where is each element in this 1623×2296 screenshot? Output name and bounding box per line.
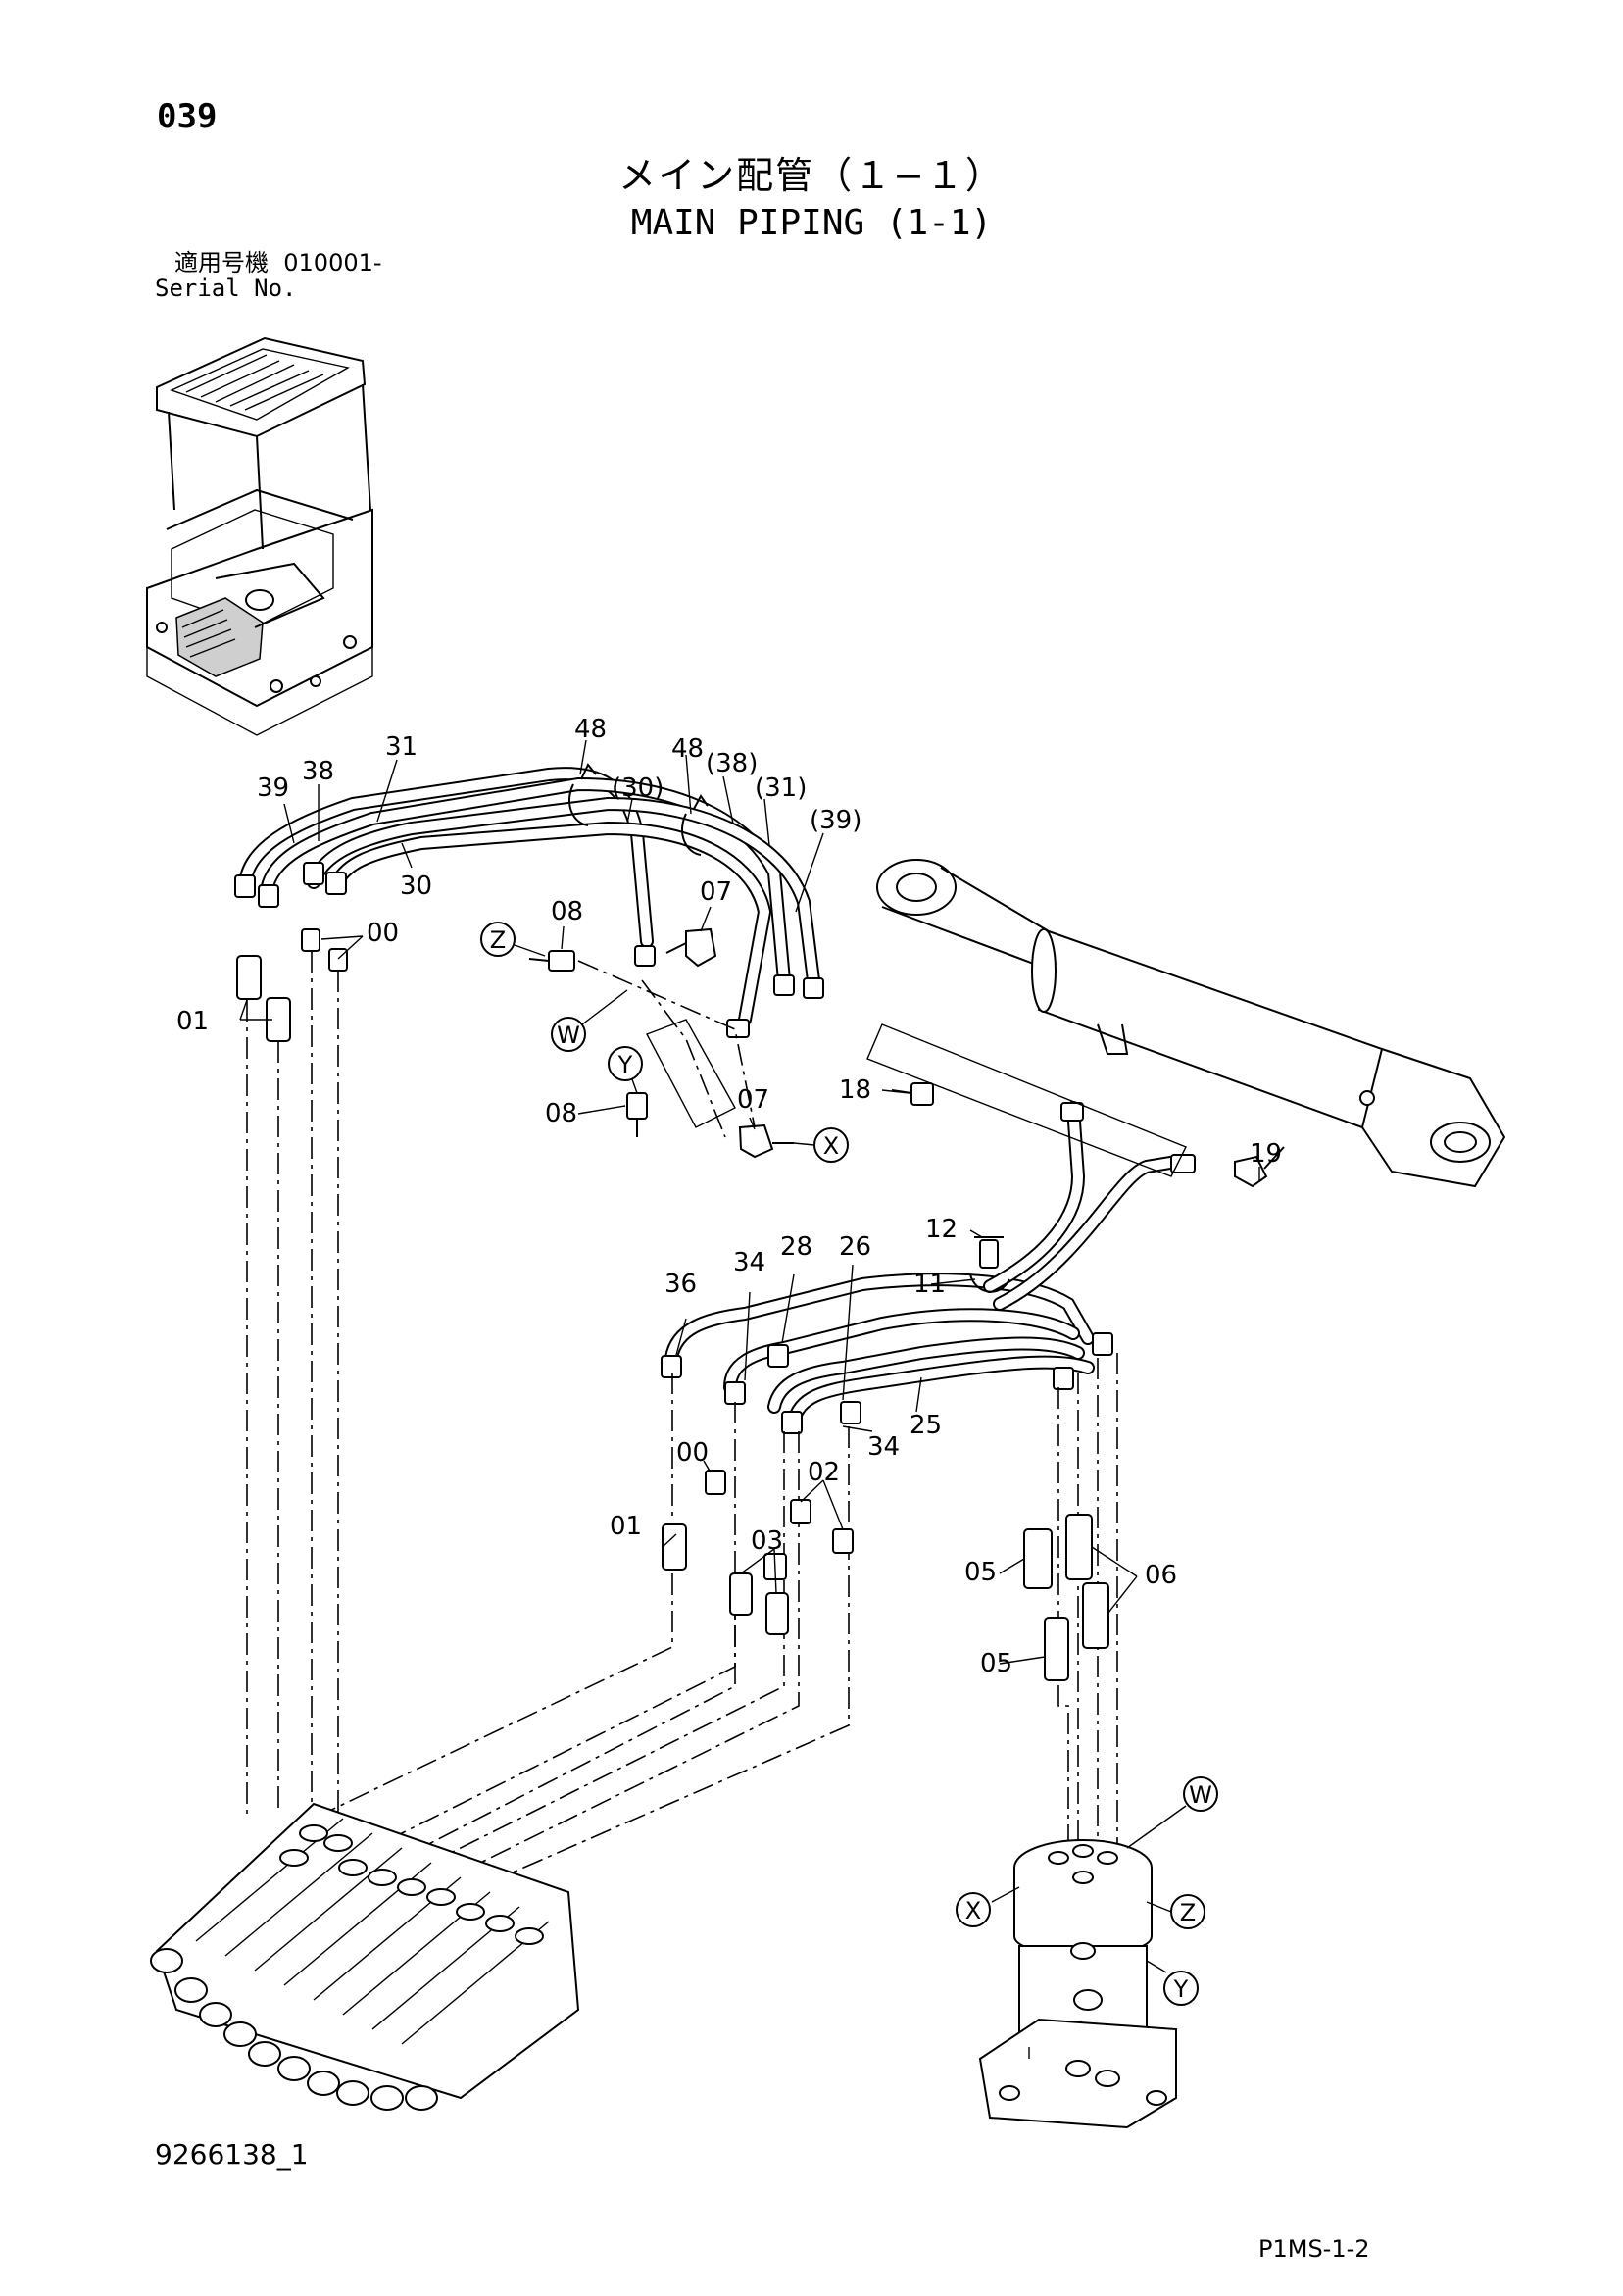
svg-text:Y: Y <box>617 1051 633 1078</box>
routing-centerlines <box>246 951 1118 1922</box>
upper-adapters <box>236 928 348 1042</box>
callout-31: 31 <box>385 732 418 762</box>
callout-38b: (38) <box>706 749 758 778</box>
callout-11: 11 <box>913 1270 946 1299</box>
callout-38: 38 <box>302 757 334 786</box>
callout-01a: 01 <box>176 1007 209 1036</box>
control-valve-icon <box>150 1802 580 2111</box>
svg-text:X: X <box>823 1132 839 1160</box>
connection-mark-z-upper: Z <box>480 922 546 957</box>
callout-48b: 48 <box>671 734 704 764</box>
callout-00b: 00 <box>676 1438 709 1468</box>
excavator-overview-icon <box>146 336 373 736</box>
callout-02: 02 <box>808 1458 840 1487</box>
callout-12: 12 <box>925 1215 958 1244</box>
callout-48a: 48 <box>574 715 607 744</box>
svg-text:W: W <box>1189 1781 1212 1809</box>
callout-08b: 08 <box>545 1099 577 1128</box>
callout-07b: 07 <box>737 1085 769 1115</box>
upper-hose-bundle <box>234 763 824 1038</box>
callout-30: 30 <box>400 872 432 901</box>
svg-text:X: X <box>965 1897 981 1924</box>
callout-30b: (30) <box>612 774 664 803</box>
callout-39b: (39) <box>810 806 861 835</box>
callout-31b: (31) <box>755 774 807 803</box>
serial-range-japanese: 適用号機 010001- <box>174 249 382 276</box>
title-english: MAIN PIPING (1-1) <box>630 203 993 243</box>
port-rings <box>279 1824 544 1945</box>
connection-mark-x-lower: X <box>956 1892 991 1927</box>
connection-mark-z-lower: Z <box>1170 1894 1205 1929</box>
cylinder-fittings <box>891 1082 1285 1188</box>
connection-mark-y-upper: Y <box>608 1046 643 1094</box>
drawing-number: 9266138_1 <box>155 2138 309 2171</box>
sheet-code: P1MS-1-2 <box>1258 2235 1370 2263</box>
callout-07a: 07 <box>700 877 732 907</box>
page-number: 039 <box>157 97 218 136</box>
callout-28: 28 <box>780 1232 812 1262</box>
callout-03: 03 <box>751 1526 783 1556</box>
connection-mark-x-upper: X <box>793 1127 849 1163</box>
callout-19: 19 <box>1250 1139 1282 1169</box>
svg-text:Z: Z <box>490 926 506 954</box>
callout-numbers: 48 48 (38) (30) (31) (39) 39 38 31 30 08… <box>176 715 1282 1678</box>
svg-text:Y: Y <box>1173 1975 1189 2003</box>
callout-06: 06 <box>1145 1561 1177 1590</box>
connection-marks: Z W Y X W X Z Y <box>480 922 1218 2006</box>
serial-label-english: Serial No. <box>155 275 297 302</box>
callout-01b: 01 <box>610 1512 642 1541</box>
title-japanese: メイン配管（１−１） <box>618 154 1005 197</box>
callout-34b: 34 <box>867 1432 900 1462</box>
callout-36: 36 <box>664 1270 697 1299</box>
callout-34a: 34 <box>733 1248 765 1277</box>
svg-text:Z: Z <box>1180 1899 1196 1926</box>
swivel-joint-icon <box>978 1839 1177 2129</box>
svg-text:W: W <box>557 1022 580 1049</box>
elbow-fittings <box>528 927 794 1159</box>
center-hose-bundle <box>661 1101 1196 1434</box>
callout-25: 25 <box>910 1411 942 1440</box>
callout-05a: 05 <box>964 1558 997 1587</box>
callout-18: 18 <box>839 1075 871 1105</box>
callout-05b: 05 <box>980 1649 1012 1678</box>
lower-fittings <box>662 1470 1109 1681</box>
callout-00a: 00 <box>367 919 399 948</box>
callout-39: 39 <box>257 774 289 803</box>
connection-mark-w-lower: W <box>1183 1776 1218 1812</box>
callout-08a: 08 <box>551 897 583 926</box>
connection-mark-y-lower: Y <box>1163 1971 1199 2006</box>
spool-ends <box>150 1948 438 2111</box>
connection-mark-w-upper: W <box>551 989 628 1052</box>
callout-26: 26 <box>839 1232 871 1262</box>
hydraulic-cylinder-icon <box>866 859 1506 1188</box>
leader-lines <box>239 739 1260 2059</box>
